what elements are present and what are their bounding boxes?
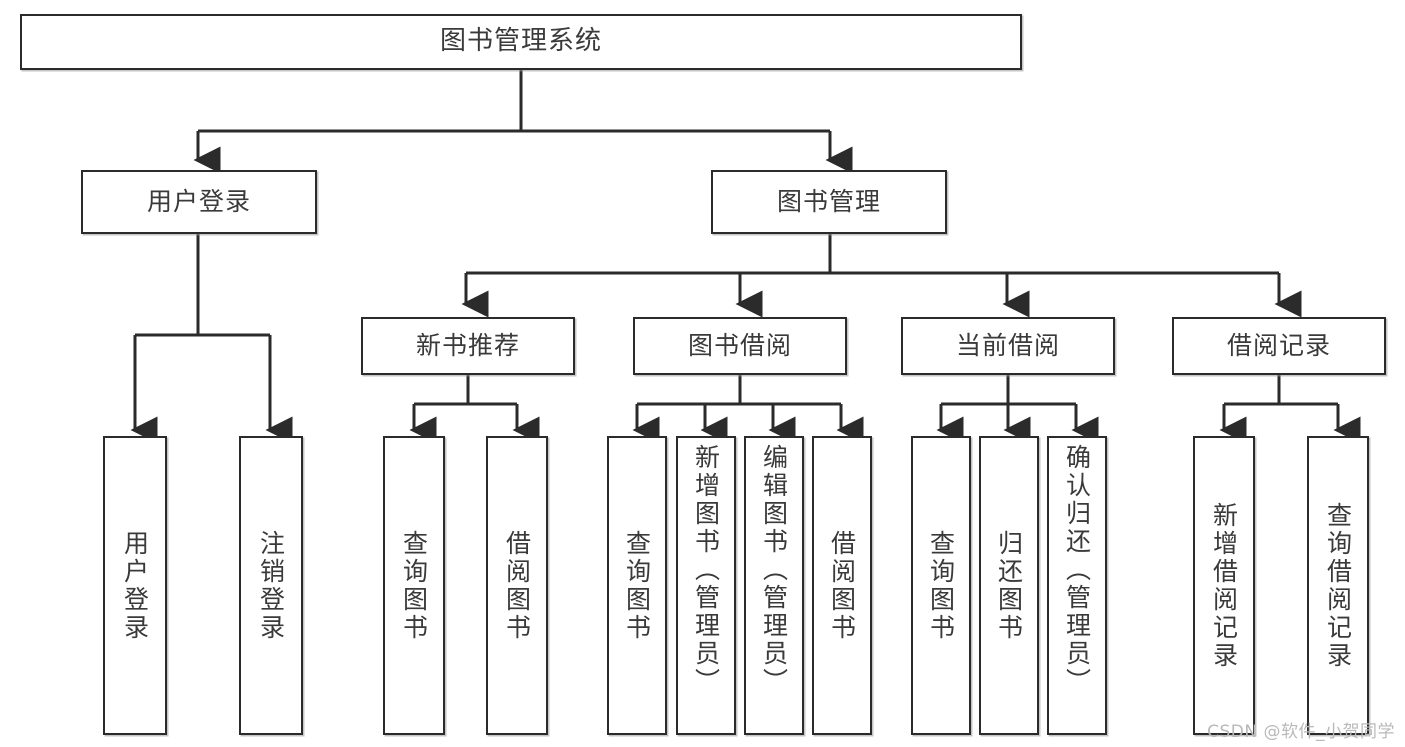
node-label: 查询图书 [399,529,429,642]
node-leaf-query-book-current[interactable]: 查询图书 [911,436,971,735]
node-label: 查询图书 [622,529,652,642]
node-leaf-return-book[interactable]: 归还图书 [979,436,1039,735]
node-leaf-edit-book[interactable]: 编辑图书（管理员） [744,436,804,735]
node-label: 当前借阅 [955,331,1060,360]
node-book-borrow[interactable]: 图书借阅 [633,317,847,375]
node-label: 借阅图书 [827,529,857,642]
node-label: 图书管理系统 [439,26,602,57]
watermark-text: CSDN @软件_小贺同学 [1207,722,1395,742]
node-label: 新书推荐 [415,331,520,360]
node-leaf-borrow-book-rec[interactable]: 借阅图书 [486,436,548,735]
node-leaf-borrow-book[interactable]: 借阅图书 [812,436,872,735]
node-leaf-add-book[interactable]: 新增图书（管理员） [676,436,736,735]
node-leaf-query-book-rec[interactable]: 查询图书 [383,436,445,735]
node-label: 编辑图书（管理员） [759,444,789,696]
node-borrow-record[interactable]: 借阅记录 [1172,317,1386,375]
node-leaf-user-logout[interactable]: 注销登录 [239,436,303,735]
node-leaf-query-book-borrow[interactable]: 查询图书 [607,436,667,735]
node-book-manage[interactable]: 图书管理 [711,170,947,234]
node-leaf-query-borrow-record[interactable]: 查询借阅记录 [1307,436,1369,735]
node-label: 注销登录 [256,529,286,642]
node-label: 查询图书 [926,529,956,642]
node-label: 用户登录 [120,529,150,642]
node-label: 图书管理 [776,187,881,216]
node-label: 借阅图书 [502,529,532,642]
node-label: 图书借阅 [687,331,792,360]
node-label: 新增借阅记录 [1209,501,1239,670]
node-leaf-add-borrow-record[interactable]: 新增借阅记录 [1193,436,1255,735]
node-label: 新增图书（管理员） [691,444,721,696]
node-leaf-user-login[interactable]: 用户登录 [103,436,167,735]
node-label: 确认归还（管理员） [1062,444,1092,696]
node-current-borrow[interactable]: 当前借阅 [901,317,1115,375]
node-new-book-recommend[interactable]: 新书推荐 [361,317,575,375]
node-label: 用户登录 [146,187,251,216]
node-leaf-confirm-return[interactable]: 确认归还（管理员） [1047,436,1107,735]
node-user-login[interactable]: 用户登录 [81,170,317,234]
node-label: 查询借阅记录 [1323,501,1353,670]
node-label: 归还图书 [994,529,1024,642]
node-root-system[interactable]: 图书管理系统 [20,14,1022,70]
node-label: 借阅记录 [1226,331,1331,360]
